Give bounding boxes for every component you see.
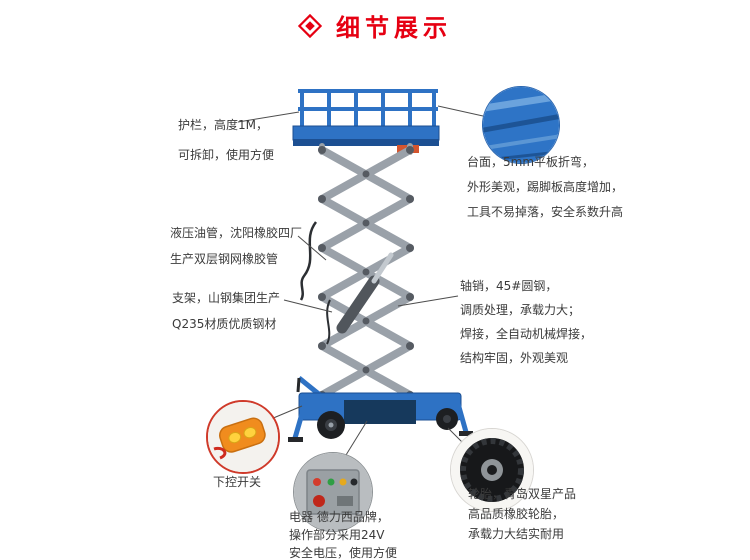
annotation-axle-weld: 轴销，45#圆钢， 调质处理，承载力大； 焊接，全自动机械焊接， 结构牢固，外观…	[460, 279, 593, 365]
battery-box	[344, 400, 416, 424]
lift-scissor-arms	[318, 143, 414, 399]
diamond-icon	[298, 13, 322, 38]
annotation-tire: 轮胎，青岛双星产品 高品质橡胶轮胎， 承载力大结实耐用	[468, 487, 577, 541]
lift-base-chassis	[288, 376, 473, 442]
annotation-electrical: 电器 德力西品牌， 操作部分采用24V 安全电压，使用方便	[289, 510, 398, 560]
annotation-lower-control: 下控开关	[213, 475, 262, 489]
lift-guardrail	[298, 89, 438, 128]
lift-wheels	[317, 408, 458, 439]
electric-control-panel-closeup-photo	[293, 452, 373, 532]
page-title: 细节展示	[0, 8, 750, 43]
remote-control-closeup-art	[208, 402, 278, 472]
lift-platform-deck	[292, 125, 440, 153]
annotation-connector-lines	[237, 105, 484, 456]
tire-closeup-photo	[450, 428, 534, 512]
annotation-guardrail: 护栏，高度1M， 可拆卸，使用方便	[178, 118, 275, 162]
tire-closeup-art	[451, 429, 533, 511]
outrigger-arm	[297, 376, 322, 397]
annotation-platform-top: 台面，5mm平板折弯， 外形美观，踢脚板高度增加， 工具不易掉落，安全系数升高	[467, 155, 624, 219]
remote-control-closeup-photo	[206, 400, 280, 474]
annotation-hydraulic-hose: 液压油管，沈阳橡胶四厂 生产双层钢网橡胶管	[170, 226, 303, 266]
lift-hydraulic-cylinder	[336, 252, 394, 334]
control-panel-closeup-art	[294, 453, 372, 531]
deck-control-box	[397, 145, 419, 153]
page-title-text: 细节展示	[336, 14, 452, 42]
lift-hydraulic-hoses	[299, 221, 331, 345]
annotation-frame: 支架，山钢集团生产 Q235材质优质钢材	[172, 291, 281, 331]
lift-scissor-pivots	[318, 146, 414, 399]
